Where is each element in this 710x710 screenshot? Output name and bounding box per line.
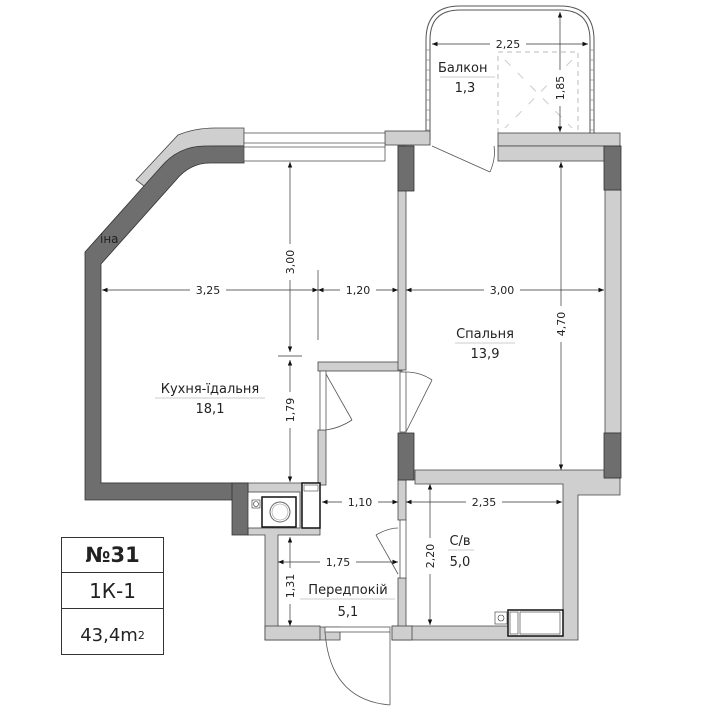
- dim-hall-depth: 1,31: [284, 574, 297, 599]
- room-labels: Балкон 1,3 Кухня-їдальня 18,1 Спальня 13…: [100, 61, 515, 620]
- room-name-hallway: Передпокій: [308, 583, 387, 598]
- dim-hall-upper-width: 1,10: [348, 496, 373, 509]
- room-name-bedroom: Спальня: [456, 327, 514, 342]
- dim-bedroom-width: 3,00: [490, 284, 515, 297]
- dim-balcony-depth: 1,85: [554, 76, 567, 101]
- dim-bath-depth: 2,20: [424, 544, 437, 569]
- room-area-bathroom: 5,0: [450, 555, 471, 570]
- windows: [243, 132, 386, 162]
- apartment-type: 1К-1: [62, 573, 163, 609]
- room-area-balcony: 1,3: [455, 81, 476, 96]
- dim-kitchen-depth-bottom: 1,79: [284, 398, 297, 423]
- total-area-value: 43,4: [80, 625, 121, 646]
- room-name-bathroom: С/в: [449, 534, 470, 549]
- apartment-number: №31: [62, 538, 163, 573]
- washing-machine-icon: [261, 496, 297, 528]
- room-area-kitchen: 18,1: [196, 402, 225, 417]
- room-area-bedroom: 13,9: [471, 347, 500, 362]
- dim-kitchen-depth-top: 3,00: [284, 250, 297, 275]
- dim-hall-width: 1,75: [326, 556, 351, 569]
- walls-dark: [84, 145, 622, 536]
- dim-kitchen-width: 3,25: [196, 284, 221, 297]
- dim-bedroom-depth: 4,70: [555, 312, 568, 337]
- total-area-unit: m: [120, 625, 138, 646]
- bathroom-fixtures: [494, 609, 564, 637]
- room-name-kitchen: Кухня-їдальня: [161, 382, 259, 397]
- total-area-unit-sup: 2: [137, 629, 145, 642]
- dim-corridor-width: 1,20: [346, 284, 371, 297]
- cut-off-label: іна: [100, 232, 119, 246]
- dimension-labels: 2,25 1,85 3,25 1,20 3,00 3,00 1,79 4,70 …: [190, 37, 568, 604]
- room-name-balcony: Балкон: [438, 61, 488, 76]
- room-area-hallway: 5,1: [338, 605, 359, 620]
- dim-bath-width: 2,35: [472, 496, 497, 509]
- dim-balcony-width: 2,25: [496, 38, 521, 51]
- laundry-fixtures: [247, 482, 321, 529]
- doors: [319, 145, 495, 706]
- boiler-icon: [301, 482, 321, 529]
